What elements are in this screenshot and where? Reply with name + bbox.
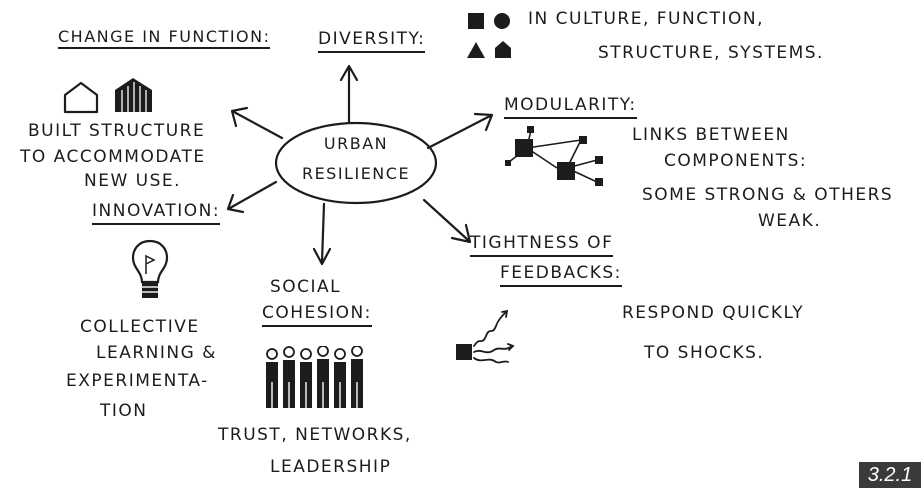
modularity-network-icon [505,126,603,186]
change-in-function-line2: TO ACCOMMODATE [20,147,206,167]
arrow-social-cohesion [312,202,332,266]
center-label-line2: RESILIENCE [301,164,411,183]
crowd-icon [266,346,363,408]
modularity-line4: WEAK. [758,211,822,231]
innovation-line1: COLLECTIVE [80,317,200,337]
social-cohesion-title2: COHESION: [262,303,372,327]
modularity-line3: SOME STRONG & OTHERS [642,185,894,205]
social-cohesion-line1: TRUST, NETWORKS, [218,425,412,445]
center-label-line1: URBAN [323,134,389,153]
feedback-squiggle-icon [456,309,515,364]
diversity-line2: STRUCTURE, SYSTEMS. [598,43,824,63]
modularity-line2: COMPONENTS: [664,151,808,171]
change-in-function-title: CHANGE IN FUNCTION: [58,27,271,50]
tightness-title2: FEEDBACKS: [500,263,622,287]
center-ellipse [274,121,438,205]
lightbulb-icon [131,239,169,298]
innovation-line4: TION [100,401,148,421]
house-filled-icon [115,78,152,112]
innovation-line3: EXPERIMENTA- [66,371,209,391]
arrow-change-in-function [230,106,284,140]
tightness-line2: TO SHOCKS. [644,343,765,363]
modularity-title: MODULARITY: [504,95,637,119]
innovation-title: INNOVATION: [92,201,221,225]
figure-number-badge: 3.2.1 [859,462,921,488]
diversity-title: DIVERSITY: [318,29,426,53]
change-in-function-line3: NEW USE. [84,171,182,191]
arrow-innovation [226,180,278,214]
diversity-line1: IN CULTURE, FUNCTION, [528,9,764,29]
tightness-line1: RESPOND QUICKLY [622,303,805,323]
social-cohesion-title1: SOCIAL [270,277,342,297]
arrow-modularity [426,112,494,150]
innovation-line2: LEARNING & [96,343,217,363]
house-outline-icon [63,81,99,114]
change-in-function-line1: BUILT STRUCTURE [28,121,206,141]
modularity-line1: LINKS BETWEEN [632,125,790,145]
arrow-tightness [422,198,472,244]
tightness-title1: TIGHTNESS OF [470,233,614,257]
social-cohesion-line2: LEADERSHIP [270,457,392,477]
arrow-diversity [339,64,359,124]
diversity-shapes-icon [467,13,511,58]
